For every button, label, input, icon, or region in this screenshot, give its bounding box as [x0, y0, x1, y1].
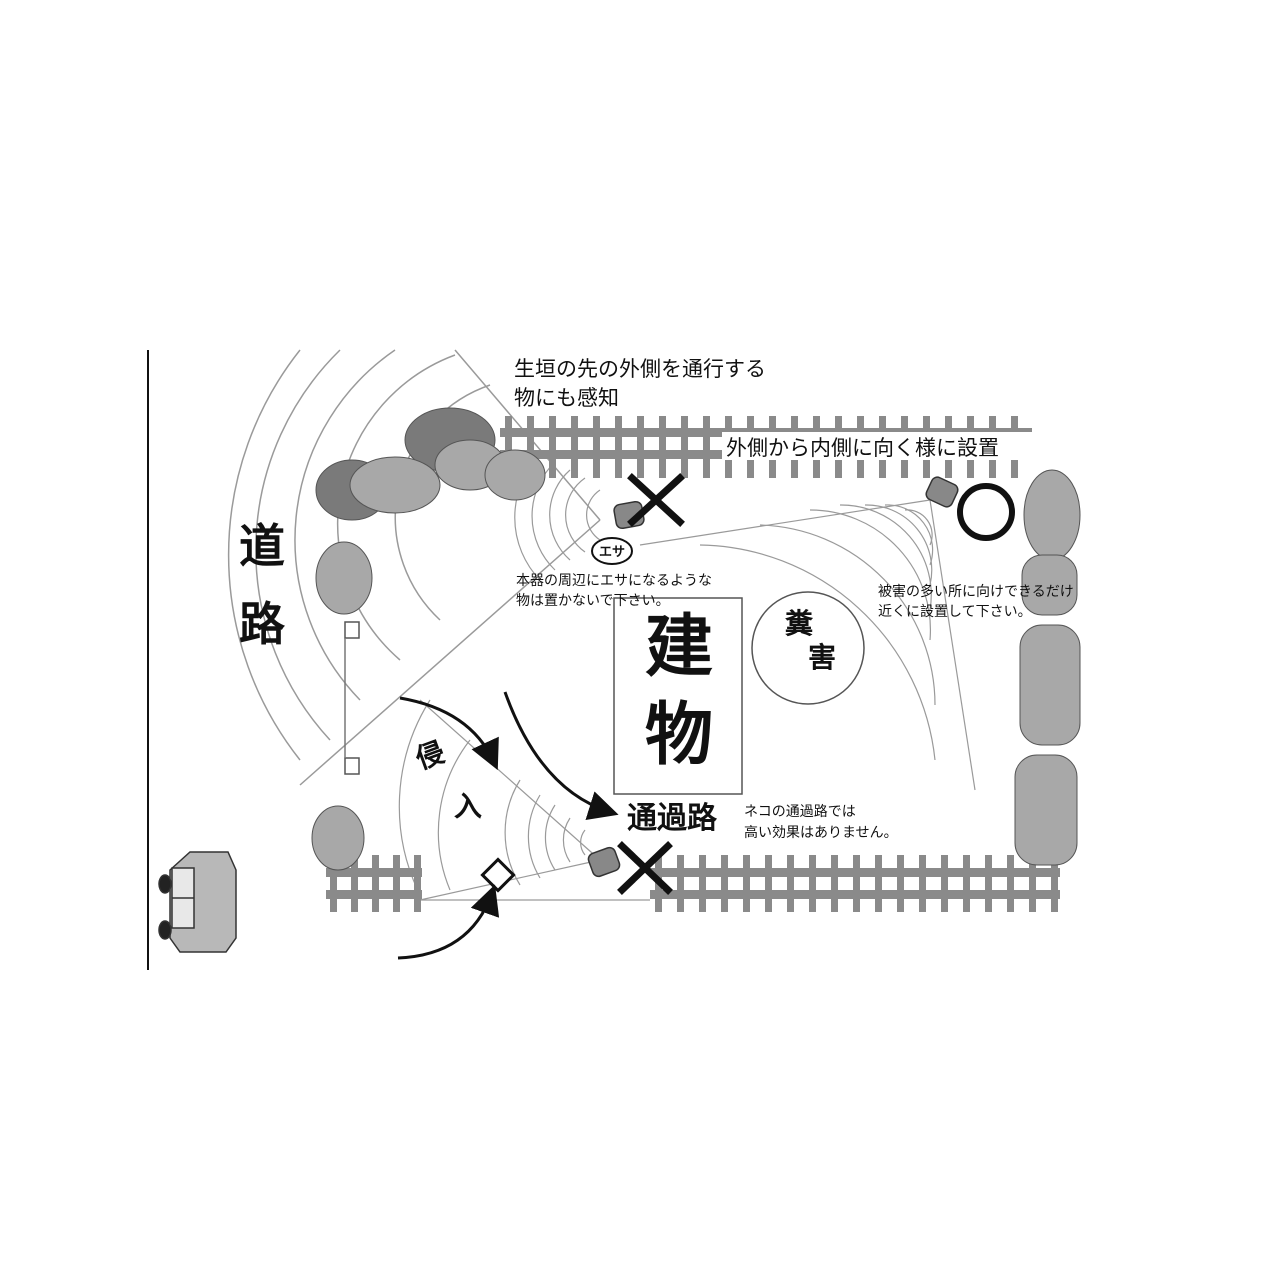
damage-area-circle [751, 591, 865, 705]
o-mark [957, 483, 1015, 541]
fence-post [1007, 855, 1014, 912]
fence-post [941, 855, 948, 912]
bottom-right-fence [650, 855, 1060, 912]
intrusion-label-char-1: 侵 [410, 735, 449, 776]
x-mark-bottom [617, 841, 673, 895]
note-damage-line-1: 被害の多い所に向けできるだけ [878, 583, 1074, 600]
fence-post [571, 416, 578, 478]
damage-label-char-2: 害 [808, 641, 836, 674]
fence-post [963, 855, 970, 912]
fence-post [699, 855, 706, 912]
sensor-device-bottom [587, 846, 621, 878]
bait-label: エサ [599, 545, 625, 560]
building-label-char-1: 建 [645, 608, 713, 687]
fence-post [677, 855, 684, 912]
fence-post [393, 855, 400, 912]
fence-post [809, 855, 816, 912]
car-icon [158, 851, 237, 953]
bait-badge [591, 537, 633, 565]
road-label-char-1: 道 [239, 519, 285, 573]
building-label-char-2: 物 [645, 696, 713, 775]
damage-label-char-1: 糞 [785, 607, 814, 640]
fence-post [897, 855, 904, 912]
fence-post [593, 416, 600, 478]
fence-post [549, 416, 556, 478]
fence-post [1051, 855, 1058, 912]
note-cat-line-2: 高い効果はありません。 [744, 824, 898, 841]
fence-post [875, 855, 882, 912]
fence-post [765, 855, 772, 912]
note-hedge-line-2: 物にも感知 [514, 386, 619, 410]
fence-post [853, 855, 860, 912]
fence-post [351, 855, 358, 912]
note-install-bg [722, 432, 1040, 460]
sensor-device-top-right [925, 476, 959, 508]
fence-post [831, 855, 838, 912]
fence-post [505, 416, 512, 478]
fence-post [659, 416, 666, 478]
fence-post [414, 855, 421, 912]
fence-post [703, 416, 710, 478]
note-cat-line-1: ネコの通過路では [744, 804, 856, 820]
intrusion-label-char-2: 入 [454, 790, 482, 823]
hedge-top-left [315, 407, 546, 521]
passage-label: 通過路 [627, 801, 718, 836]
entry-diamond-marker [480, 857, 516, 893]
bottom-left-fence [326, 855, 422, 912]
fence-post [615, 416, 622, 478]
fence-post [372, 855, 379, 912]
note-bait-line-2: 物は置かないで下さい。 [516, 593, 670, 609]
hedge-right [1014, 469, 1081, 866]
fence-post [787, 855, 794, 912]
fence-post [721, 855, 728, 912]
fence-post [919, 855, 926, 912]
fence-post [527, 416, 534, 478]
intrusion-arrows [397, 691, 619, 960]
fence-post [1029, 855, 1036, 912]
sensor-waves-right [639, 499, 976, 791]
building-outline [613, 597, 743, 795]
note-hedge-line-1: 生垣の先の外側を通行する [514, 357, 766, 381]
fence-post [681, 416, 688, 478]
note-install-direction: 外側から内側に向く様に設置 [726, 436, 999, 460]
bushes-left [311, 541, 373, 871]
fence-post [330, 855, 337, 912]
gate-posts [344, 621, 360, 775]
fence-post [985, 855, 992, 912]
x-mark-top [627, 473, 685, 527]
note-bait-line-1: 本器の周辺にエサになるような [516, 573, 712, 589]
note-damage-line-2: 近くに設置して下さい。 [878, 604, 1032, 620]
fence-post [637, 416, 644, 478]
fence-post [743, 855, 750, 912]
road-label-char-2: 路 [239, 597, 286, 651]
